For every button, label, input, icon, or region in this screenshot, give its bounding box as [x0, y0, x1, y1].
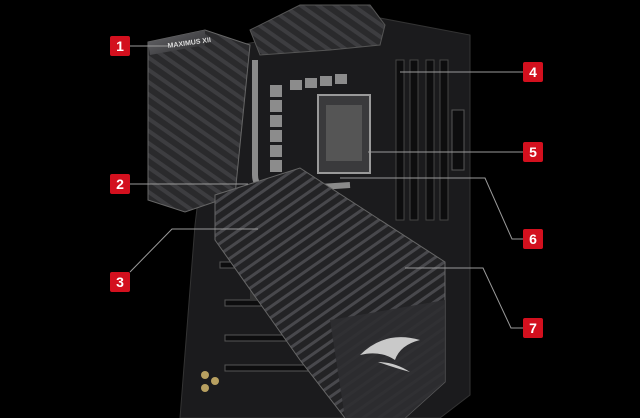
callout-5[interactable]: 5: [523, 142, 543, 162]
rog-logo: [360, 337, 420, 372]
io-shroud: [147, 29, 251, 213]
callout-4[interactable]: 4: [523, 62, 543, 82]
callout-1[interactable]: 1: [110, 36, 130, 56]
ram-slots: [395, 59, 449, 221]
callout-2[interactable]: 2: [110, 174, 130, 194]
leader-lines: [129, 45, 523, 329]
callout-3[interactable]: 3: [110, 272, 130, 292]
vrm-chokes: [270, 74, 347, 172]
callout-6[interactable]: 6: [523, 229, 543, 249]
vrm-heatsink-top: [249, 4, 386, 56]
callout-7[interactable]: 7: [523, 318, 543, 338]
